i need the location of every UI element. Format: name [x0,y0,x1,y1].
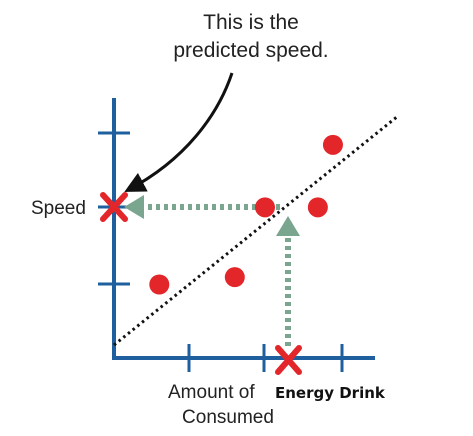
x-axis-label-part3: Consumed [182,407,274,428]
y-axis-label: Speed [31,198,86,219]
annotation-arrow [124,72,234,192]
horizontal-guide-arrowhead [124,195,144,219]
input-amount-marker [275,345,302,375]
vertical-guide-arrowhead [276,216,300,236]
data-point-4 [307,197,328,218]
data-point-5 [322,134,343,155]
annotation-line-2: predicted speed. [173,39,328,62]
data-point-2 [224,267,245,288]
predicted-speed-marker [100,192,128,222]
x-mark-icon [275,345,302,375]
x-mark-icon [100,192,128,222]
data-point-3 [255,197,275,218]
axes [98,98,375,372]
x-axis-label-part1: Amount of [168,382,255,403]
x-axis-label-part2: Energy Drink [275,384,386,402]
trend-line [113,114,399,347]
prediction-guides [124,195,300,346]
data-point-1 [149,274,170,295]
annotation-line-1: This is the [203,11,299,34]
data-points [149,134,343,295]
